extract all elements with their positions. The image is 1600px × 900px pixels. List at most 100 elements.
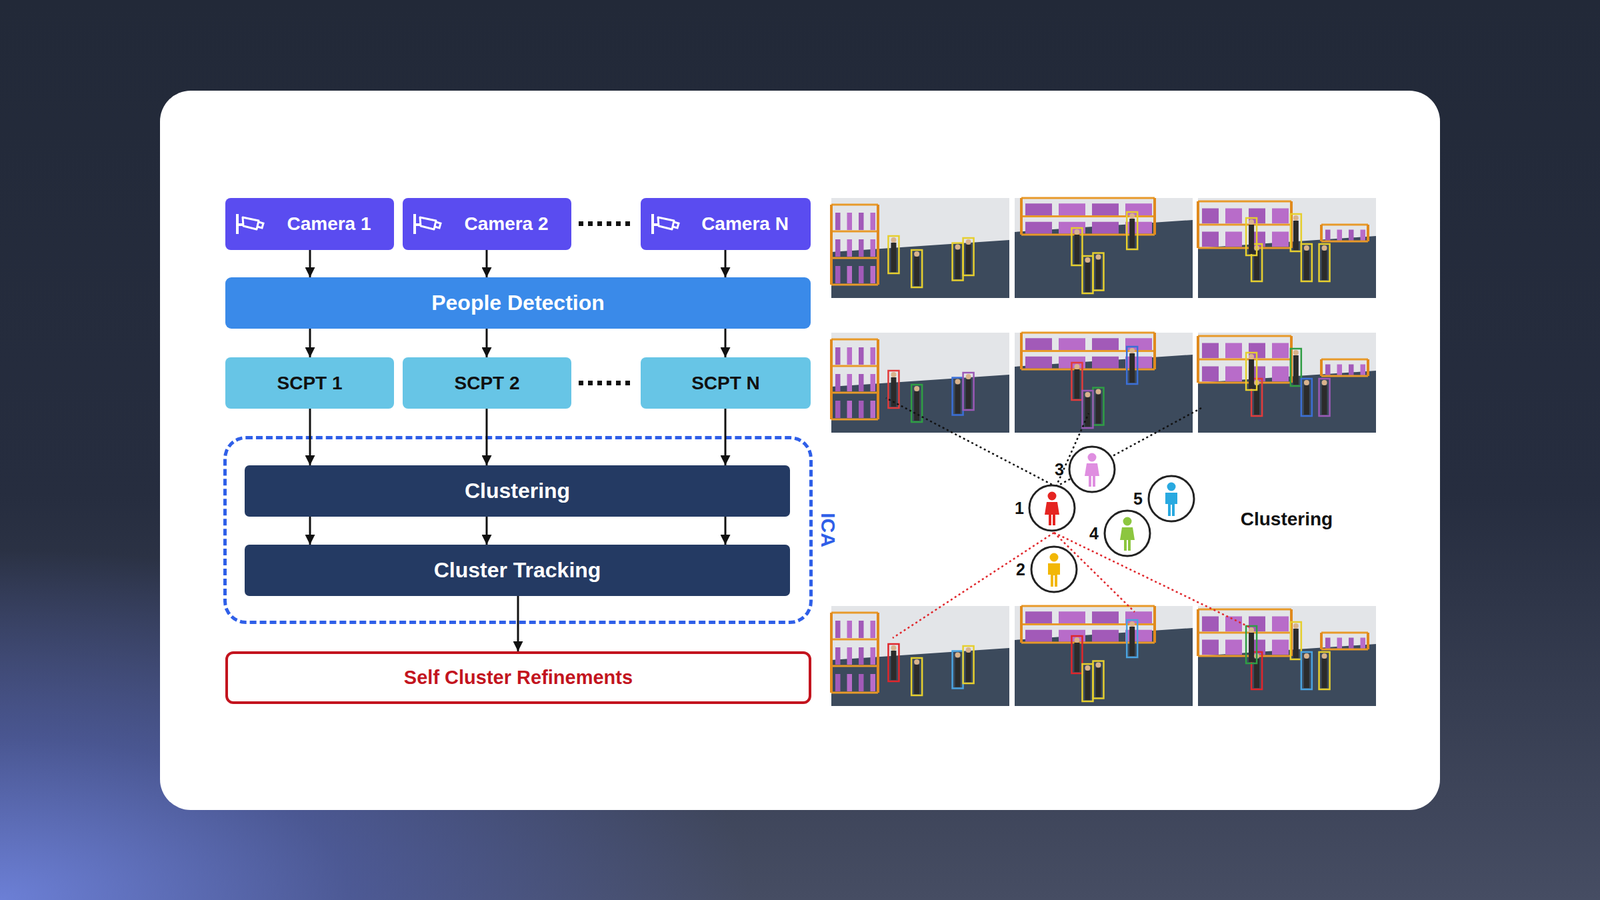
person-circle [1148,476,1194,522]
box-stack [1202,366,1219,382]
box-stack [835,266,841,284]
shelf-beam [831,418,878,421]
person-figure [955,250,961,280]
person-figure [1304,250,1310,280]
callout-number: 4 [1089,524,1099,544]
box-stack [1348,364,1354,376]
callout-number: 5 [1133,489,1143,509]
shelf-beam [831,284,878,286]
shelf-post [1320,632,1323,650]
box-stack [858,212,864,230]
bounding-box [963,238,974,276]
person-figure [1322,658,1328,688]
person-figure [1095,260,1101,290]
bounding-box [1290,348,1302,386]
box-stack [847,239,853,257]
person-head [1322,380,1328,386]
shelf-post [1366,632,1370,650]
bounding-box [1071,636,1082,674]
person-head [1322,245,1328,251]
flow-arrow [309,408,312,466]
box-stack [870,212,876,230]
box-stack [1092,338,1119,350]
box-stack [1025,630,1052,642]
bounding-box [911,250,922,288]
floor [1014,354,1193,433]
box-stack [1348,230,1354,241]
ellipsis-dot [616,380,621,386]
box-stack [847,212,853,230]
person-head [890,645,896,651]
box-stack [1202,232,1219,248]
person-head [1304,653,1310,659]
shelf-post [1020,332,1023,370]
ellipsis-dot [616,221,621,226]
shelf-beam [831,204,878,206]
person-icon [1148,476,1194,522]
shelf-beam [1198,382,1292,384]
person-icon [1069,446,1115,492]
person-body [1084,463,1100,487]
box-stack [1058,611,1086,624]
camera-body [242,217,259,230]
person-head [1050,553,1059,562]
box-stack [1272,343,1289,359]
box-stack [1225,640,1242,656]
person-head [914,659,920,665]
person-figure [1248,632,1254,662]
ellipsis-dot [597,380,602,386]
flow-arrow [724,516,727,545]
bounding-box [1071,362,1082,400]
box-stack [1092,611,1119,624]
camera-frame [831,332,1010,433]
person-head [1084,392,1090,398]
person-figure [1129,218,1135,248]
floor [831,240,1010,298]
bounding-box [1092,661,1104,699]
bounding-box [911,658,922,696]
shelf-beam [831,338,878,341]
shelf-beam [1321,375,1368,378]
ellipsis-dot [625,380,630,386]
shelf-post [1153,332,1156,370]
bounding-box [1319,652,1330,690]
person-figure [1293,355,1299,385]
box-stack [1225,343,1242,359]
person-figure [890,650,896,680]
person-figure [966,244,972,274]
person-figure [1322,250,1328,280]
shelf-beam [1198,335,1292,338]
process-box: SCPT 1 [225,357,394,409]
person-head [1088,453,1097,462]
person-figure [1129,353,1135,383]
person-figure [1248,224,1254,254]
callout-number: 2 [1016,560,1026,580]
box-stack [870,620,876,638]
shelf-post [1320,224,1323,242]
bounding-box [1290,214,1302,252]
bounding-box [1301,652,1312,690]
person-figure [1248,359,1254,389]
box-stack [870,347,876,365]
bounding-box [1082,664,1093,702]
bounding-box [1082,256,1093,294]
camera-icon [412,211,443,237]
bounding-box [1246,352,1257,390]
camera-body [658,217,674,230]
shelf-beam [1021,332,1155,334]
person-head [1248,354,1254,360]
box-stack [1325,638,1331,649]
person-head [1129,621,1135,627]
bounding-box [1071,228,1082,266]
person-head [914,386,920,392]
ellipsis-dot [588,380,593,386]
person-head [890,237,896,243]
box-stack [1225,366,1242,382]
bounding-box [963,646,974,684]
person-figure [1304,658,1310,688]
flow-arrow [309,250,312,278]
box-stack [1360,230,1366,241]
box-stack [1025,356,1052,369]
